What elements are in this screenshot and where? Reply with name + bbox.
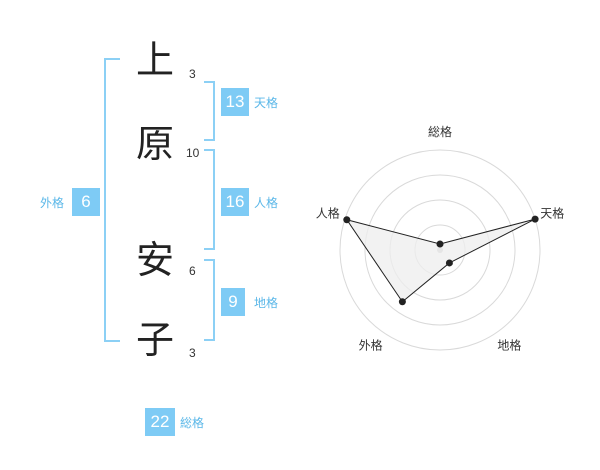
- tenkaku-bracket: [204, 81, 215, 141]
- radar-axis-label-2: 天格: [540, 206, 564, 221]
- gaikaku-value-badge: 6: [72, 188, 100, 216]
- jinkaku-value-badge: 16: [221, 188, 249, 216]
- tenkaku-label: 天格: [254, 96, 279, 110]
- jinkaku-label: 人格: [254, 196, 279, 210]
- name-char-1: 上: [135, 38, 174, 82]
- radar-grid-ring: [364, 174, 516, 326]
- name-char-3: 安: [135, 238, 174, 282]
- radar-point-3: [445, 259, 453, 267]
- radar-axis-label-5: 人格: [316, 206, 340, 221]
- stroke-count-4: 3: [189, 346, 196, 360]
- gaikaku-bracket: [104, 58, 120, 342]
- tenkaku-value-badge: 13: [221, 88, 249, 116]
- stroke-count-3: 6: [189, 264, 196, 278]
- stroke-count-1: 3: [189, 67, 196, 81]
- radar-point-1: [436, 240, 444, 248]
- name-char-2: 原: [135, 122, 174, 166]
- name-char-4: 子: [135, 318, 174, 362]
- radar-series-shape: [345, 218, 536, 303]
- radar-axis-label-1: 総格: [428, 124, 452, 139]
- chikaku-label: 地格: [254, 296, 279, 310]
- stroke-count-2: 10: [186, 146, 200, 160]
- jinkaku-bracket: [204, 149, 215, 250]
- soukaku-label: 総格: [180, 416, 205, 430]
- radar-axis-label-4: 外格: [359, 337, 383, 352]
- soukaku-value-badge: 22: [145, 408, 175, 436]
- radar-axis-label-3: 地格: [497, 337, 521, 352]
- radar-point-2: [531, 215, 539, 223]
- radar-grid-ring: [339, 149, 541, 351]
- radar-point-5: [343, 216, 351, 224]
- gaikaku-label: 外格: [40, 196, 65, 210]
- radar-point-4: [398, 298, 406, 306]
- chikaku-value-badge: 9: [221, 288, 245, 316]
- chikaku-bracket: [204, 259, 215, 341]
